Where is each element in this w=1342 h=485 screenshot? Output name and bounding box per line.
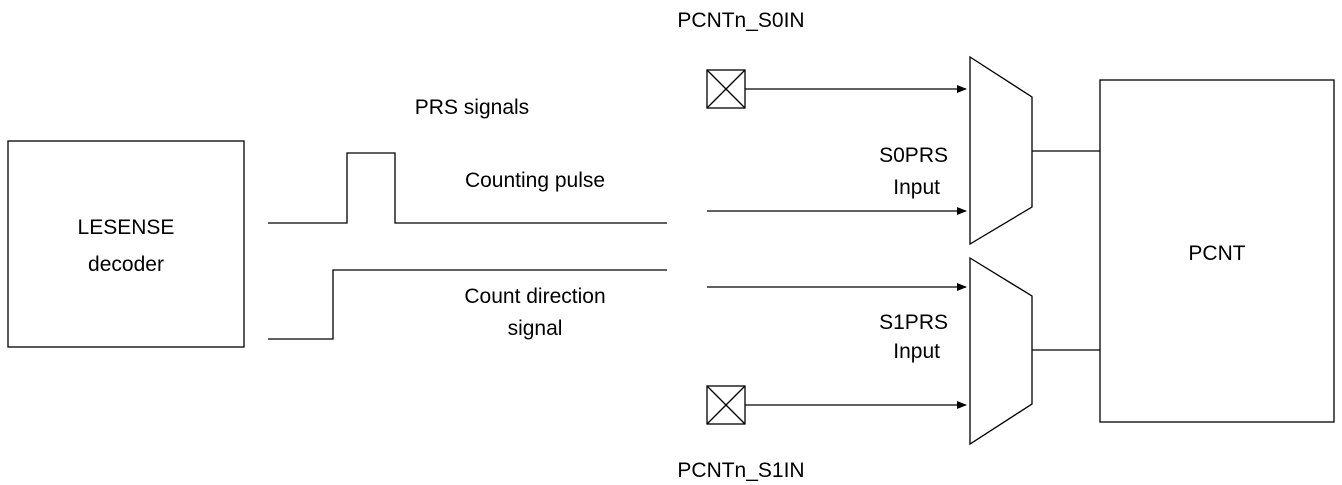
pcnt-block (1099, 79, 1335, 423)
count-direction-label-line2: signal (508, 317, 563, 340)
s1prs-label-line1: S1PRS (879, 311, 948, 334)
lesense-decoder-block (7, 140, 245, 348)
s0prs-label-line1: S0PRS (879, 144, 948, 167)
s1-mux (969, 256, 1033, 446)
s0prs-label-line2: Input (893, 176, 940, 199)
counting-pulse-waveform (268, 152, 667, 224)
pin-s1-icon (706, 385, 746, 425)
lesense-decoder-label-line1: LESENSE (78, 216, 175, 239)
pin-s0-icon (706, 69, 746, 109)
prs-signals-label: PRS signals (415, 96, 529, 119)
counting-pulse-label: Counting pulse (465, 169, 605, 192)
s1prs-label-line2: Input (893, 340, 940, 363)
count-direction-waveform (268, 269, 667, 340)
pcnt-label: PCNT (1188, 242, 1245, 265)
count-direction-label-line1: Count direction (464, 285, 605, 308)
pin-s1-label: PCNTn_S1IN (677, 459, 804, 482)
pin-s0-label: PCNTn_S0IN (677, 9, 804, 32)
lesense-decoder-label-line2: decoder (88, 253, 164, 276)
s0-mux (969, 55, 1033, 246)
